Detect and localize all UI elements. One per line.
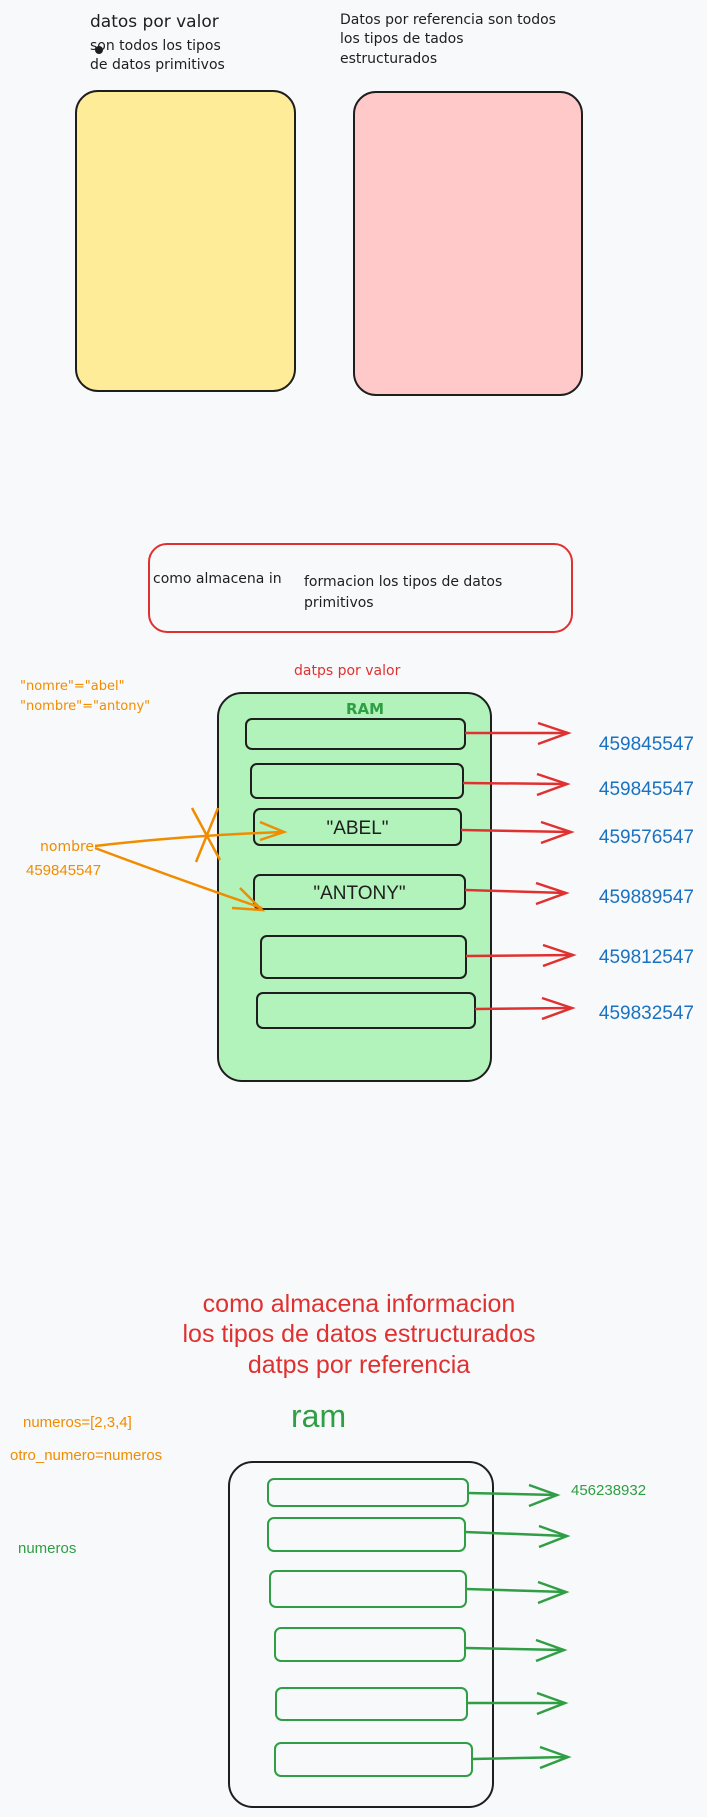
- address-arrow-line: [465, 953, 574, 958]
- ref-desc-line-3: estructurados: [340, 51, 437, 67]
- address-label: 459812547: [599, 947, 694, 968]
- ram-slot: [256, 992, 476, 1029]
- section-structured-storage: como almacena informacion los tipos de d…: [10, 1290, 646, 1808]
- code-line-3: numeros=[2,3,4]: [23, 1414, 132, 1431]
- address-arrow-line: [465, 1587, 567, 1594]
- ram-slots-2: [267, 1478, 473, 1777]
- address-label: 459845547: [599, 734, 694, 755]
- address-arrow-line: [462, 781, 568, 786]
- address-labels: 459845547 459845547 459576547 459889547 4598…: [599, 734, 694, 1024]
- address-arrowhead: [542, 943, 577, 968]
- pointer-line-abel: [94, 830, 283, 848]
- ram-slot: [253, 874, 466, 910]
- ram-slot: [267, 1517, 466, 1552]
- section-value-vs-reference: datos por valor son todos los tipos de d…: [75, 12, 583, 396]
- ram-slot-value: "ANTONY": [313, 883, 405, 904]
- ram-slot: [269, 1570, 467, 1608]
- ram-slot-value: "ABEL": [326, 818, 388, 839]
- address-arrowhead: [536, 1691, 569, 1716]
- address-arrowhead: [538, 1524, 571, 1549]
- question-text-2: formacion los tipos de datos: [304, 574, 502, 590]
- address-label: 459845547: [599, 779, 694, 800]
- address-arrow-line: [464, 1646, 565, 1652]
- ram-slot: [250, 763, 464, 799]
- address-arrow-line: [460, 828, 572, 834]
- address-arrowhead: [528, 1483, 561, 1508]
- address-arrowhead: [539, 1745, 572, 1770]
- address-arrows: [460, 721, 577, 1021]
- code-line-4: otro_numero=numeros: [10, 1447, 162, 1464]
- address-arrowhead: [535, 881, 570, 906]
- address-arrow-line: [467, 1491, 558, 1497]
- reference-box: [353, 91, 583, 396]
- address-arrow-line: [474, 1006, 573, 1011]
- address-label: 459889547: [599, 887, 694, 908]
- pointer-line-antony: [94, 846, 263, 910]
- question-text-1: como almacena in: [153, 571, 282, 587]
- cross-mark-a: [190, 807, 222, 861]
- ref-desc-line-1: Datos por referencia son todos: [340, 12, 556, 28]
- ram-slot: [275, 1687, 468, 1721]
- ram-label-2: ram: [291, 1398, 346, 1434]
- pointer-arrowhead-abel: [259, 820, 288, 842]
- pointer-arrowhead-antony: [231, 887, 266, 912]
- variable-name: nombre: [40, 839, 94, 855]
- address-arrowhead: [541, 996, 576, 1021]
- ref-title-line-1: como almacena informacion: [203, 1290, 516, 1318]
- ram-box-2: [228, 1461, 494, 1808]
- address-arrowhead: [537, 721, 572, 746]
- value-desc-line-2: de datos primitivos: [90, 57, 225, 73]
- ram-slot: [267, 1478, 469, 1507]
- address-label-2: 456238932: [571, 1482, 646, 1499]
- ram-slot: [274, 1742, 473, 1777]
- ref-title-line-3: datps por referencia: [248, 1351, 470, 1379]
- variable-address: 459845547: [26, 862, 101, 879]
- ram-slots: "ABEL" "ANTONY": [245, 718, 476, 1029]
- address-arrowhead: [536, 772, 571, 797]
- question-text-3: primitivos: [304, 595, 374, 611]
- value-title: datos por valor: [90, 12, 219, 32]
- code-line-2: "nombre"="antony": [20, 699, 150, 714]
- address-label: 459832547: [599, 1003, 694, 1024]
- value-subtitle: datps por valor: [294, 663, 401, 679]
- ref-desc-line-2: los tipos de tados: [340, 31, 464, 47]
- cross-mark-b: [194, 807, 220, 863]
- address-arrowhead: [540, 820, 575, 845]
- address-arrow-line: [471, 1755, 569, 1761]
- address-arrow-line: [464, 1530, 568, 1538]
- address-arrowhead: [535, 1638, 568, 1663]
- ram-slot: [260, 935, 467, 979]
- address-label: 459576547: [599, 827, 694, 848]
- ref-title-line-2: los tipos de datos estructurados: [183, 1320, 536, 1348]
- address-arrows-2: [464, 1483, 572, 1770]
- value-desc-line-1: son todos los tipos: [90, 38, 221, 54]
- question-box: [148, 543, 573, 633]
- ram-slot: [253, 808, 462, 846]
- ram-label: RAM: [346, 700, 384, 718]
- bullet-dot: [95, 46, 103, 54]
- address-arrowhead: [537, 1580, 570, 1605]
- address-arrow-line: [464, 888, 567, 895]
- code-line-1: "nomre"="abel": [20, 679, 125, 694]
- variable-name-2: numeros: [18, 1540, 76, 1557]
- ram-slot: [245, 718, 466, 750]
- value-box: [75, 90, 296, 392]
- section-primitive-storage: como almacena in formacion los tipos de …: [20, 543, 694, 1082]
- ram-slot: [274, 1627, 466, 1662]
